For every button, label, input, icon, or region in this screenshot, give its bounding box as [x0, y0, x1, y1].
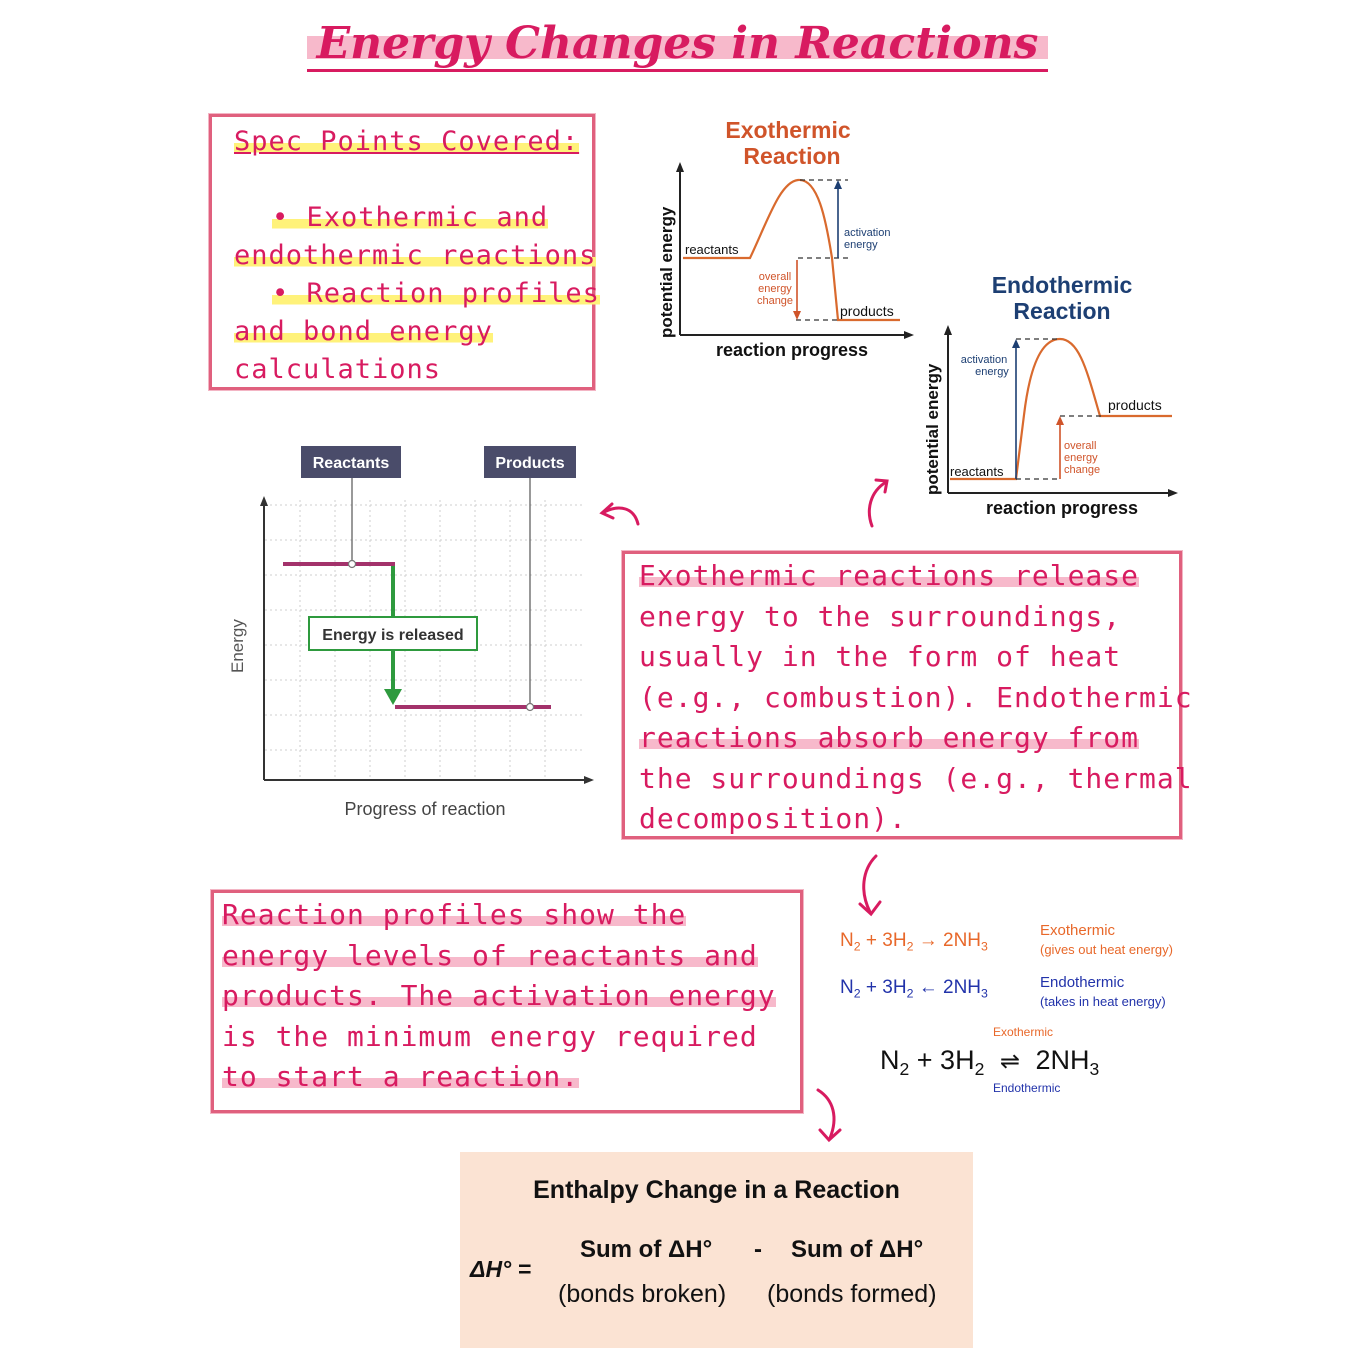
enthalpy-lhs: ΔH° = — [470, 1256, 532, 1282]
spec-line: endothermic reactions — [234, 240, 597, 271]
bonds-broken-label: (bonds broken) — [558, 1280, 727, 1308]
sum-bonds-formed: Sum of ΔH° — [791, 1236, 924, 1263]
spec-line: • Exothermic and — [272, 202, 549, 233]
enthalpy-box: Enthalpy Change in a Reaction ΔH° = Sum … — [460, 1152, 973, 1348]
exothermic-diagram: Exothermic Reaction potential energy rea… — [657, 117, 914, 360]
exo-overall-label: overall — [759, 271, 791, 283]
enthalpy-minus: - — [754, 1236, 762, 1263]
text-line: usually in the form of heat — [639, 640, 1122, 673]
text-line: Reaction profiles show the — [222, 898, 687, 931]
text-line: Exothermic reactions release — [639, 559, 1140, 592]
exo-activation-arrowhead — [834, 180, 842, 189]
endo-overall-label: energy — [1064, 452, 1098, 464]
endo-x-arrowhead — [1168, 489, 1178, 497]
spec-line: calculations — [234, 354, 442, 385]
endo-title-2: Reaction — [1013, 298, 1110, 324]
equation-exothermic-label: Exothermic (gives out heat energy) — [1040, 922, 1173, 957]
text-line: decomposition). — [639, 802, 907, 835]
profile-x-label: Progress of reaction — [344, 799, 505, 819]
exo-curve — [683, 178, 900, 322]
exo-products-label: products — [840, 303, 894, 319]
spec-heading: Spec Points Covered: — [234, 126, 580, 157]
text-line: the surroundings (e.g., thermal — [639, 761, 1193, 795]
products-tag — [484, 446, 576, 478]
equation-exothermic: N2 + 3H2 → 2NH3 — [840, 930, 988, 954]
enthalpy-title: Enthalpy Change in a Reaction — [533, 1176, 900, 1204]
text-line: to start a reaction. — [222, 1060, 580, 1093]
spec-line: and bond energy — [234, 316, 493, 347]
curved-arrow-icon — [858, 854, 882, 917]
endo-curve — [950, 337, 1172, 481]
exo-reactants-label: reactants — [685, 242, 739, 257]
exo-endo-explanation-box: Exothermic reactions release energy to t… — [622, 551, 1192, 839]
exo-title-1: Exothermic — [725, 117, 850, 143]
exo-title-2: Reaction — [743, 143, 840, 169]
endothermic-diagram: Endothermic Reaction potential energy re… — [923, 272, 1178, 518]
text-line: is the minimum energy required — [222, 1019, 758, 1053]
bonds-formed-label: (bonds formed) — [767, 1280, 937, 1308]
products-point — [525, 702, 535, 712]
text-line: reactions absorb energy from — [639, 721, 1140, 754]
endo-activation-label: energy — [975, 366, 1009, 378]
endo-overall-label: overall — [1064, 440, 1096, 452]
spec-points-box: Spec Points Covered: • Exothermic and en… — [209, 114, 600, 390]
equilibrium-arrow-icon: ⇌ — [999, 1048, 1020, 1075]
exo-y-label: potential energy — [657, 206, 676, 338]
endo-activation-arrowhead — [1012, 339, 1020, 348]
endo-products-label: products — [1108, 397, 1162, 413]
exo-overall-label: energy — [758, 283, 792, 295]
page-title: Energy Changes in Reactions — [0, 18, 1355, 72]
exo-x-arrowhead — [904, 331, 914, 339]
exo-y-arrowhead — [676, 162, 684, 172]
equilibrium-bottom-label: Endothermic — [993, 1081, 1061, 1095]
exo-activation-label: activation — [844, 227, 890, 239]
reactants-point — [347, 559, 357, 569]
curved-arrow-icon — [867, 478, 889, 528]
endo-activation-label: activation — [961, 354, 1007, 366]
equation-endothermic: N2 + 3H2 ← 2NH3 — [840, 977, 988, 1001]
backward-arrow-icon: ← — [918, 977, 938, 998]
equation-endothermic-label: Endothermic (takes in heat energy) — [1040, 974, 1166, 1009]
energy-released-label: Energy is released — [322, 627, 463, 644]
exo-x-label: reaction progress — [716, 340, 868, 360]
text-line: (e.g., combustion). Endothermic — [639, 680, 1193, 714]
curved-arrow-icon — [599, 502, 640, 526]
endo-x-label: reaction progress — [986, 498, 1138, 518]
energy-profile-diagram: Energy Progress of reaction Reactants Pr… — [228, 446, 594, 819]
spec-line: • Reaction profiles — [272, 278, 600, 309]
energy-release-arrowhead — [384, 689, 402, 705]
sum-bonds-broken: Sum of ΔH° — [580, 1236, 713, 1263]
forward-arrow-icon: → — [918, 930, 938, 951]
text-line: energy to the surroundings, — [639, 599, 1122, 633]
energy-released-box — [308, 616, 478, 651]
reaction-profile-explanation-box: Reaction profiles show the energy levels… — [211, 890, 803, 1113]
exo-overall-label: change — [757, 295, 793, 307]
exo-overall-arrowhead — [793, 311, 801, 320]
reactants-tag-label: Reactants — [313, 455, 390, 472]
endo-title-1: Endothermic — [992, 272, 1133, 298]
profile-y-label: Energy — [228, 619, 247, 673]
exo-activation-label: energy — [844, 239, 878, 251]
endo-y-label: potential energy — [923, 363, 942, 495]
products-tag-label: Products — [495, 455, 564, 472]
profile-y-arrowhead — [260, 496, 268, 506]
text-line: products. The activation energy — [222, 979, 776, 1012]
curved-arrow-icon — [816, 1088, 842, 1143]
endo-overall-arrowhead — [1056, 416, 1064, 425]
text-line: energy levels of reactants and — [222, 938, 758, 972]
equation-equilibrium: N2 + 3H2 ⇌ 2NH3 — [880, 1045, 1100, 1080]
endo-reactants-label: reactants — [950, 464, 1004, 479]
endo-y-arrowhead — [944, 325, 952, 335]
equilibrium-top-label: Exothermic — [993, 1025, 1054, 1039]
profile-x-arrowhead — [584, 776, 594, 784]
endo-overall-label: change — [1064, 464, 1100, 476]
reactants-tag — [301, 446, 401, 478]
